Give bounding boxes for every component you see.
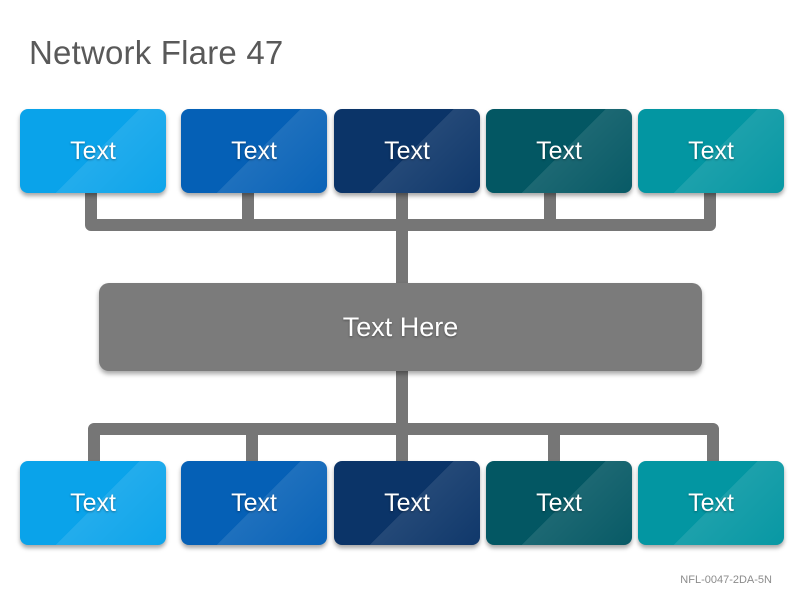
- top-node-2[interactable]: Text: [181, 109, 327, 193]
- top-node-3[interactable]: Text: [334, 109, 480, 193]
- node-label: Text: [688, 136, 734, 165]
- node-label: Text: [536, 488, 582, 517]
- bottom-node-4[interactable]: Text: [486, 461, 632, 545]
- node-label: Text: [231, 488, 277, 517]
- bottom-node-1[interactable]: Text: [20, 461, 166, 545]
- bottom-node-2[interactable]: Text: [181, 461, 327, 545]
- node-label: Text: [70, 136, 116, 165]
- top-node-1[interactable]: Text: [20, 109, 166, 193]
- bottom-node-3[interactable]: Text: [334, 461, 480, 545]
- node-label: Text: [688, 488, 734, 517]
- node-label: Text: [384, 488, 430, 517]
- node-label: Text: [384, 136, 430, 165]
- bottom-connector: [88, 365, 719, 469]
- top-node-5[interactable]: Text: [638, 109, 784, 193]
- top-node-4[interactable]: Text: [486, 109, 632, 193]
- node-label: Text: [231, 136, 277, 165]
- center-hub-label: Text Here: [342, 311, 459, 342]
- slide-title: Network Flare 47: [29, 34, 284, 71]
- node-label: Text: [536, 136, 582, 165]
- node-label: Text: [70, 488, 116, 517]
- footer-code: NFL-0047-2DA-5N: [680, 574, 772, 586]
- bottom-node-5[interactable]: Text: [638, 461, 784, 545]
- center-hub[interactable]: Text Here: [99, 283, 702, 371]
- top-connector: [85, 184, 716, 289]
